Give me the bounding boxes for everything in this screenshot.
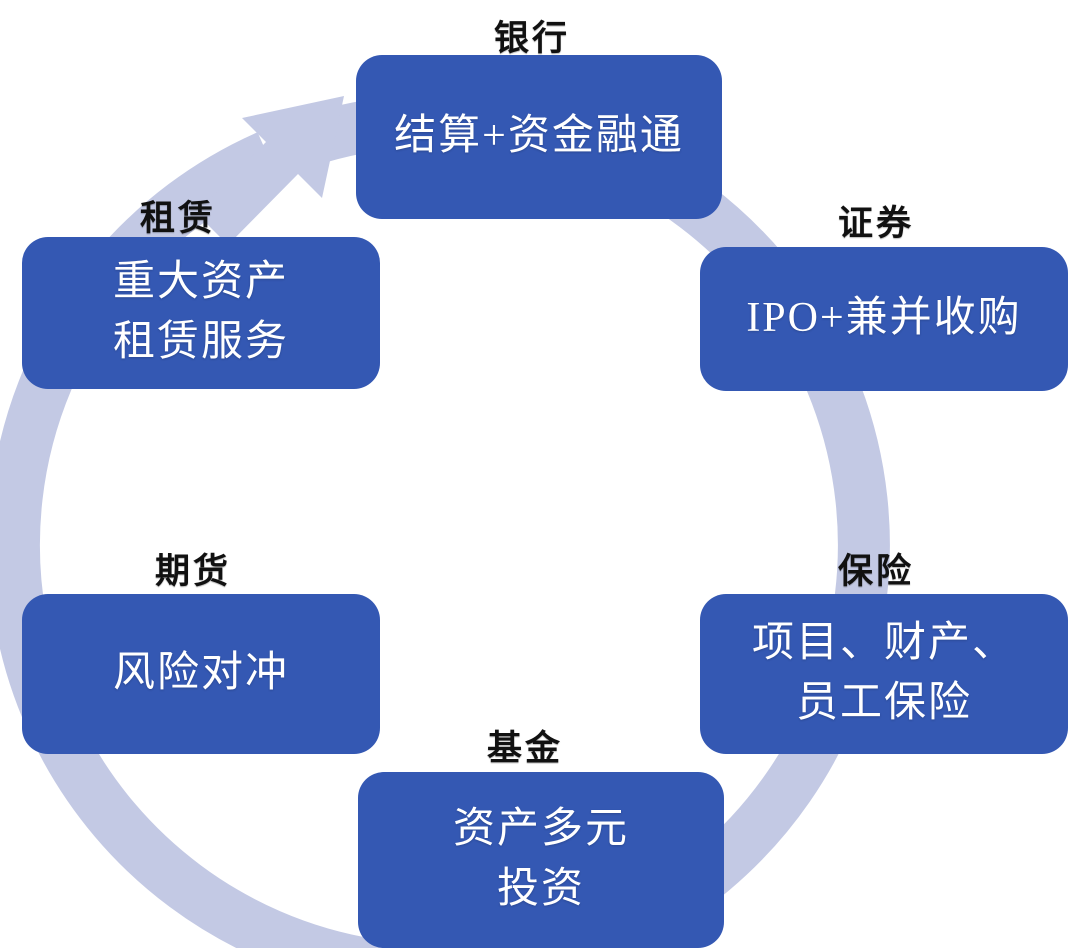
node-insurance-line-1: 项目、财产、 <box>751 620 1016 667</box>
node-bank-line-1: 结算+资金融通 <box>394 113 684 160</box>
node-caption-securities: 证券 <box>838 204 915 243</box>
node-futures-line-1: 风险对冲 <box>112 650 289 697</box>
node-securities-line-1: IPO+兼并收购 <box>746 295 1022 342</box>
node-insurance[interactable]: 项目、财产、 员工保险 <box>700 594 1068 754</box>
node-securities[interactable]: IPO+兼并收购 <box>700 247 1068 391</box>
node-bank[interactable]: 结算+资金融通 <box>356 55 722 219</box>
node-caption-futures: 期货 <box>155 552 232 591</box>
node-caption-bank: 银行 <box>494 19 571 58</box>
node-leasing[interactable]: 重大资产 租赁服务 <box>22 237 380 389</box>
node-caption-leasing: 租赁 <box>140 199 217 238</box>
node-leasing-line-2: 租赁服务 <box>112 319 289 365</box>
node-fund[interactable]: 资产多元 投资 <box>358 772 724 948</box>
node-fund-line-1: 资产多元 <box>452 806 629 853</box>
node-futures[interactable]: 风险对冲 <box>22 594 380 754</box>
arrow-head-icon <box>196 96 344 245</box>
node-leasing-line-1: 重大资产 <box>112 259 289 306</box>
node-caption-insurance: 保险 <box>838 552 915 591</box>
node-insurance-line-2: 员工保险 <box>795 680 972 726</box>
node-caption-fund: 基金 <box>487 729 564 768</box>
node-fund-line-2: 投资 <box>496 866 585 912</box>
